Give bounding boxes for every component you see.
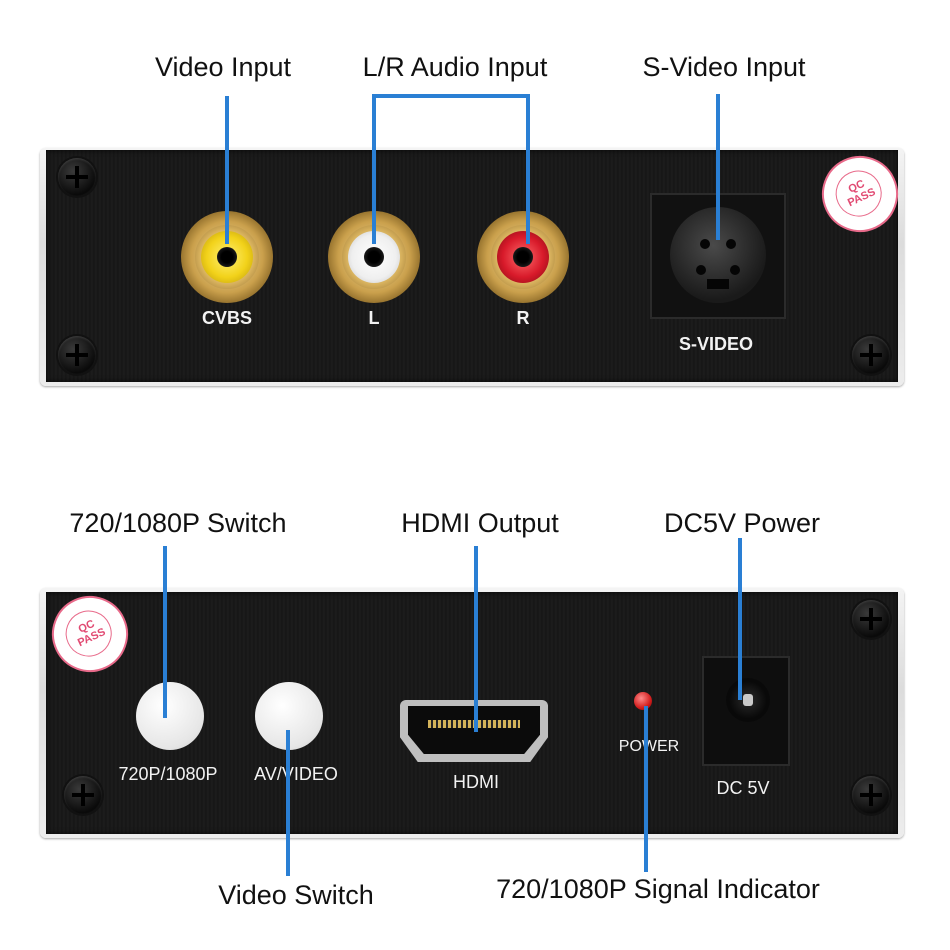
- lr-audio-leader-line: [372, 94, 376, 244]
- signal-indicator-callout: 720/1080P Signal Indicator: [496, 874, 820, 904]
- right-audio-jack: [477, 211, 569, 303]
- video-input-callout: Video Input: [154, 52, 292, 82]
- power-led-indicator: [634, 692, 652, 710]
- dc5v-power-leader-line: [738, 538, 742, 700]
- svideo-label: S-VIDEO: [678, 334, 754, 354]
- screw-icon: [852, 776, 890, 814]
- hdmi-output-leader-line: [474, 546, 478, 732]
- left-audio-jack: [328, 211, 420, 303]
- video-switch-leader-line: [286, 730, 290, 876]
- left-audio-label: L: [368, 308, 380, 328]
- dc5v-power-callout: DC5V Power: [663, 508, 821, 538]
- av-video-switch-label: AV/VIDEO: [254, 764, 338, 784]
- screw-icon: [852, 336, 890, 374]
- screw-icon: [64, 776, 102, 814]
- hdmi-label: HDMI: [453, 772, 499, 792]
- lr-audio-input-callout: L/R Audio Input: [362, 52, 548, 82]
- dc-power-jack: [702, 656, 790, 766]
- switch-720-1080-callout: 720/1080P Switch: [69, 508, 287, 538]
- svideo-input-callout: S-Video Input: [642, 52, 806, 82]
- dc-label: DC 5V: [716, 778, 770, 798]
- switch-720-1080-leader-line: [163, 546, 167, 718]
- right-audio-label: R: [516, 308, 530, 328]
- svideo-leader-line: [716, 94, 720, 240]
- lr-audio-leader-line: [526, 94, 530, 244]
- screw-icon: [58, 336, 96, 374]
- hdmi-output-callout: HDMI Output: [401, 508, 559, 538]
- signal-indicator-leader-line: [644, 706, 648, 872]
- screw-icon: [58, 158, 96, 196]
- video-switch-callout: Video Switch: [218, 880, 374, 910]
- power-label: POWER: [618, 738, 680, 755]
- video-input-leader-line: [225, 96, 229, 244]
- resolution-switch-button[interactable]: [136, 682, 204, 750]
- cvbs-label: CVBS: [201, 308, 253, 328]
- screw-icon: [852, 600, 890, 638]
- resolution-switch-label: 720P/1080P: [118, 764, 218, 784]
- lr-audio-leader-line: [372, 94, 530, 98]
